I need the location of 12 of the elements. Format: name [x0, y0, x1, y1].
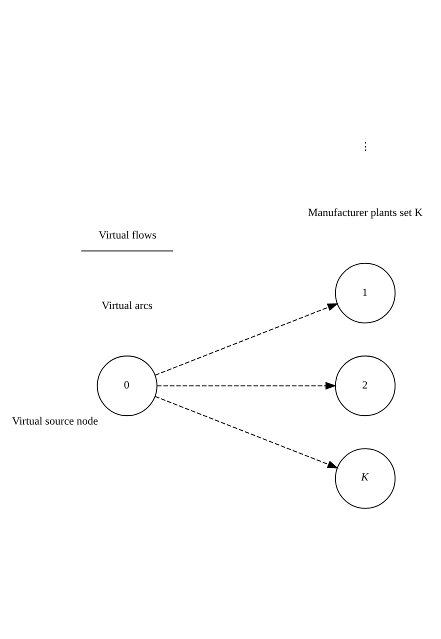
- arrow: [154, 303, 338, 376]
- label: Manufacturer plants set K: [308, 207, 423, 220]
- node-label: Virtual source node: [12, 415, 98, 428]
- node-circle: 0: [96, 356, 158, 416]
- label: Virtual arcs: [102, 300, 153, 312]
- label: ⋮: [360, 141, 371, 154]
- legend-label: Virtual flows: [98, 230, 156, 242]
- node-circle: 1: [335, 262, 396, 324]
- arrow: [156, 382, 337, 390]
- arrow: [154, 396, 338, 468]
- node-circle: K: [335, 448, 396, 509]
- node-circle: 2: [335, 356, 396, 416]
